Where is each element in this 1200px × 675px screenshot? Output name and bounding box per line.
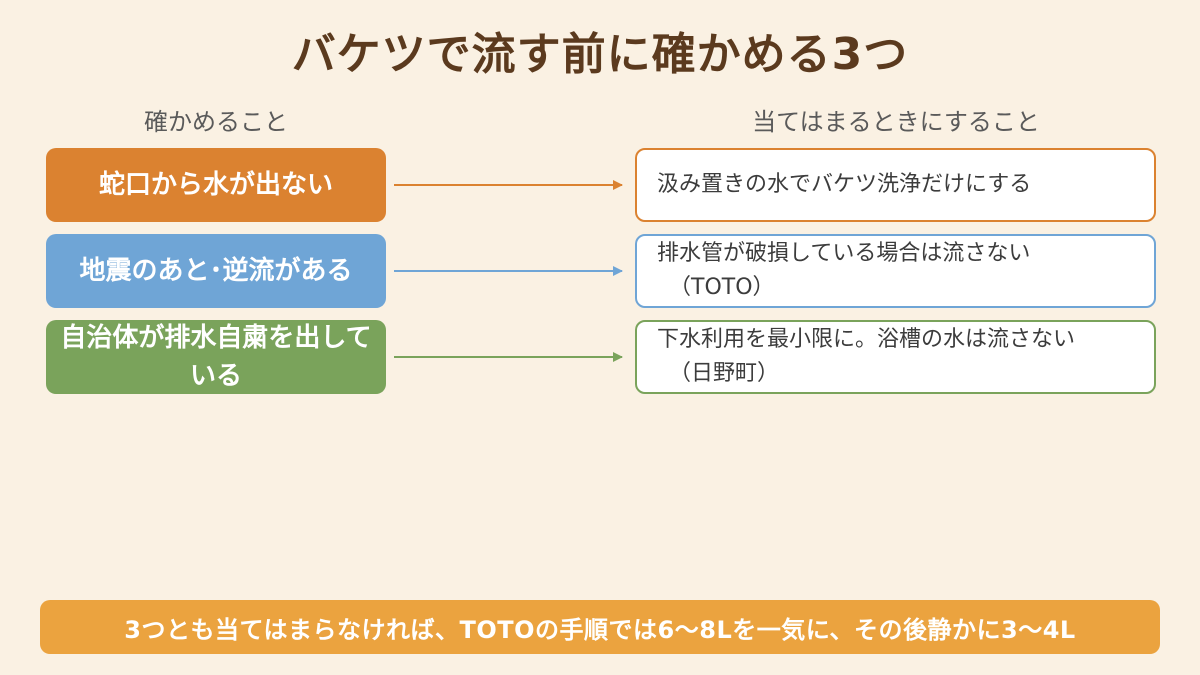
action-source: （TOTO） — [669, 275, 775, 300]
action-text: 汲み置きの水でバケツ洗浄だけにする — [657, 172, 1032, 197]
check-label: 蛇口から水が出ない — [98, 170, 333, 200]
footer-banner: 3つとも当てはまらなければ、TOTOの手順では6～8Lを一気に、その後静かに3～… — [40, 600, 1160, 654]
action-box-after-earthquake: 排水管が破損している場合は流さない （TOTO） — [635, 234, 1156, 308]
action-box-drain-restriction: 下水利用を最小限に。浴槽の水は流さない （日野町） — [635, 320, 1156, 394]
check-label: 地震のあと･逆流がある — [79, 256, 353, 286]
check-column-header: 確かめること — [144, 108, 288, 136]
action-text: 排水管が破損している場合は流さない — [657, 241, 1031, 266]
action-box-no-tap-water: 汲み置きの水でバケツ洗浄だけにする — [635, 148, 1156, 222]
action-column-header: 当てはまるときにすること — [752, 108, 1040, 136]
action-source: （日野町） — [669, 361, 780, 386]
check-box-after-earthquake: 地震のあと･逆流がある — [46, 234, 386, 308]
page-title: バケツで流す前に確かめる3つ — [291, 29, 909, 80]
check-label: 自治体が排水自粛を出している — [60, 323, 372, 391]
action-text: 下水利用を最小限に。浴槽の水は流さない — [657, 327, 1076, 352]
footer-text: 3つとも当てはまらなければ、TOTOの手順では6～8Lを一気に、その後静かに3～… — [124, 615, 1076, 644]
check-box-drain-restriction: 自治体が排水自粛を出している — [46, 320, 386, 394]
check-box-no-tap-water: 蛇口から水が出ない — [46, 148, 386, 222]
